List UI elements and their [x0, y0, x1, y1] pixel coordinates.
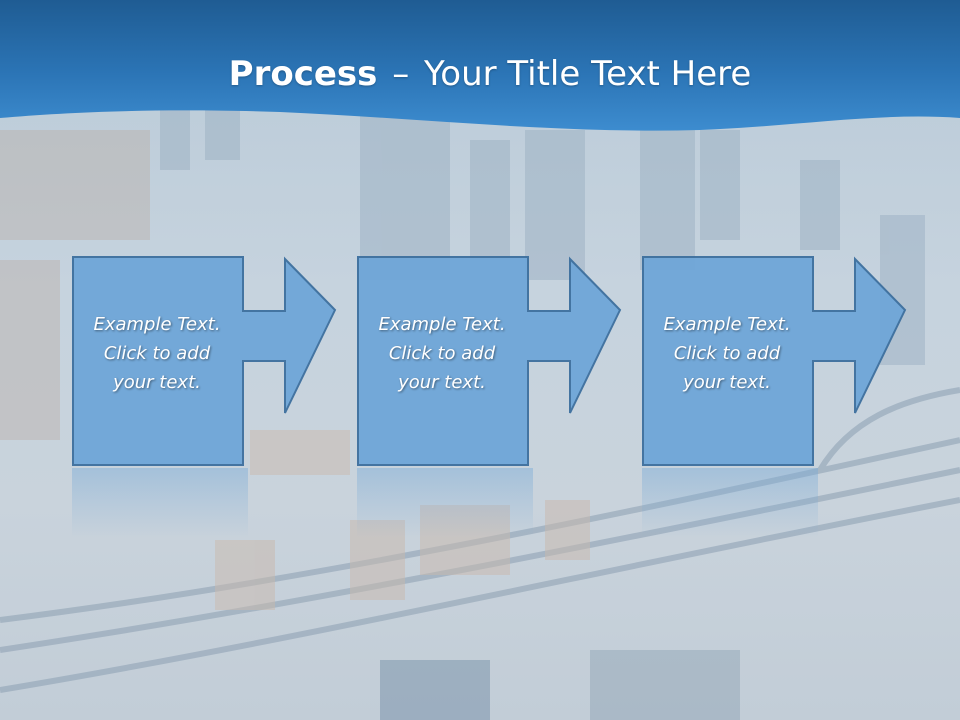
step-text-line: Click to add — [103, 343, 211, 364]
step-text[interactable]: Example Text. Click to add your text. — [72, 310, 242, 397]
step-text-line: your text. — [683, 372, 771, 393]
step-text-line: your text. — [113, 372, 201, 393]
title-text: Your Title Text Here — [424, 54, 752, 94]
arrow-box-shape — [72, 256, 337, 466]
step-text-line: Example Text. — [663, 314, 791, 335]
title-bold: Process — [228, 54, 378, 94]
process-step-1[interactable]: Example Text. Click to add your text. — [72, 256, 337, 466]
header-band — [0, 0, 960, 131]
step-reflection — [72, 468, 248, 538]
step-reflection — [357, 468, 533, 538]
process-step-2[interactable]: Example Text. Click to add your text. — [357, 256, 622, 466]
step-text-line: Example Text. — [93, 314, 221, 335]
step-text[interactable]: Example Text. Click to add your text. — [642, 310, 812, 397]
step-reflection — [642, 468, 818, 538]
process-step-3[interactable]: Example Text. Click to add your text. — [642, 256, 907, 466]
arrow-box-shape — [642, 256, 907, 466]
step-text-line: Click to add — [388, 343, 496, 364]
arrow-box-shape — [357, 256, 622, 466]
step-text[interactable]: Example Text. Click to add your text. — [357, 310, 527, 397]
page-title[interactable]: Process – Your Title Text Here — [0, 52, 960, 96]
step-text-line: Example Text. — [378, 314, 506, 335]
step-text-line: Click to add — [673, 343, 781, 364]
title-separator: – — [392, 54, 410, 94]
step-text-line: your text. — [398, 372, 486, 393]
